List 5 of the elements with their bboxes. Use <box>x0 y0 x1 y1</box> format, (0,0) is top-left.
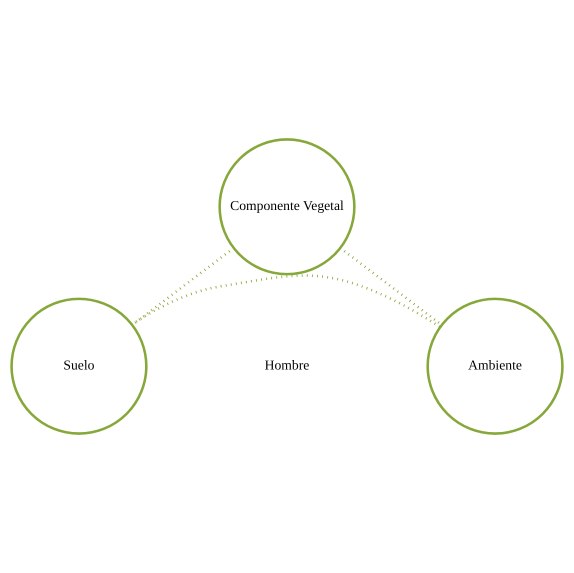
node-circle: Suelo <box>10 298 148 435</box>
node-circle: Componente Vegetal <box>218 138 356 276</box>
label: Hombre <box>264 357 310 372</box>
node-circle: Ambiente <box>426 298 564 435</box>
connector <box>131 274 441 328</box>
